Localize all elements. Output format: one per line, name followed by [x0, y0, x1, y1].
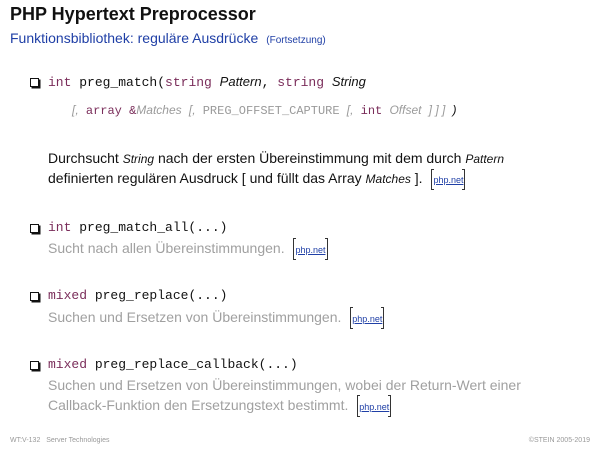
- slide-number: WT:V-132: [10, 437, 41, 444]
- function-name: preg_match_all(...): [79, 220, 228, 235]
- php-net-link[interactable]: php.net: [295, 245, 326, 255]
- type-keyword: string: [277, 75, 325, 90]
- desc-italic: Pattern: [465, 152, 505, 166]
- desc-text: Callback-Funktion den Ersetzungstext bes…: [48, 397, 349, 413]
- desc-text: Sucht nach allen Übereinstimmungen.: [48, 240, 285, 256]
- function-name: preg_replace_callback(...): [94, 357, 298, 372]
- footer-copyright: ©STEIN 2005-2019: [528, 437, 590, 444]
- description-preg-replace-callback: Suchen und Ersetzen von Übereinstimmunge…: [48, 375, 521, 417]
- signature-preg-match: int preg_match(string Pattern, string St…: [48, 74, 366, 90]
- ampersand: &: [129, 104, 137, 118]
- signature-preg-match-all: int preg_match_all(...): [48, 220, 227, 235]
- php-net-link[interactable]: php.net: [352, 314, 383, 324]
- type-keyword: int: [360, 104, 383, 118]
- page-subtitle: Funktionsbibliothek: reguläre Ausdrücke (…: [10, 30, 326, 46]
- desc-text: Suchen und Ersetzen von Übereinstimmunge…: [48, 309, 342, 325]
- course-name: Server Technologies: [46, 437, 110, 444]
- type-keyword: mixed: [48, 288, 88, 303]
- bullet-icon: [30, 292, 39, 301]
- description-preg-match: Durchsucht String nach der ersten Überei…: [48, 149, 504, 190]
- signature-preg-replace: mixed preg_replace(...): [48, 288, 227, 303]
- function-name: preg_replace(...): [94, 288, 228, 303]
- separator: ,: [261, 75, 270, 90]
- param-name: Offset: [389, 103, 422, 117]
- bracket-text: [,: [72, 103, 79, 117]
- paren-text: ): [452, 103, 457, 117]
- desc-italic: String: [122, 152, 155, 166]
- footer-left: WT:V-132 Server Technologies: [10, 437, 110, 444]
- desc-italic: Matches: [365, 172, 411, 186]
- desc-text: ].: [414, 170, 423, 186]
- description-preg-match-all: Sucht nach allen Übereinstimmungen. php.…: [48, 238, 328, 260]
- php-net-link[interactable]: php.net: [433, 175, 464, 185]
- php-net-link[interactable]: php.net: [359, 402, 390, 412]
- signature-preg-replace-callback: mixed preg_replace_callback(...): [48, 357, 298, 372]
- bullet-icon: [30, 224, 39, 233]
- param-name: Matches: [136, 103, 182, 117]
- bullet-icon: [30, 78, 39, 87]
- subtitle-text: Funktionsbibliothek: reguläre Ausdrücke: [10, 30, 259, 46]
- type-keyword: array: [85, 104, 122, 118]
- bracket-text: [,: [188, 103, 196, 117]
- page-title: PHP Hypertext Preprocessor: [10, 4, 256, 24]
- type-keyword: int: [48, 220, 72, 235]
- desc-text: Suchen und Ersetzen von Übereinstimmunge…: [48, 377, 521, 393]
- subtitle-note: (Fortsetzung): [266, 35, 326, 46]
- bracket-text: [,: [346, 103, 354, 117]
- param-name: Pattern: [219, 74, 262, 89]
- type-keyword: mixed: [48, 357, 88, 372]
- type-keyword: int: [48, 75, 72, 90]
- param-name: String: [331, 74, 366, 89]
- bracket-text: ] ] ]: [428, 103, 446, 117]
- signature-optional-params: [, array &Matches [, PREG_OFFSET_CAPTURE…: [72, 103, 457, 118]
- constant-name: PREG_OFFSET_CAPTURE: [202, 104, 340, 118]
- function-name: preg_match(: [79, 75, 166, 90]
- desc-text: Durchsucht: [48, 150, 119, 166]
- bullet-icon: [30, 361, 39, 370]
- desc-text: definierten regulären Ausdruck [ und fül…: [48, 170, 362, 186]
- type-keyword: string: [165, 75, 212, 90]
- description-preg-replace: Suchen und Ersetzen von Übereinstimmunge…: [48, 307, 385, 329]
- desc-text: nach der ersten Übereinstimmung mit dem …: [157, 150, 462, 166]
